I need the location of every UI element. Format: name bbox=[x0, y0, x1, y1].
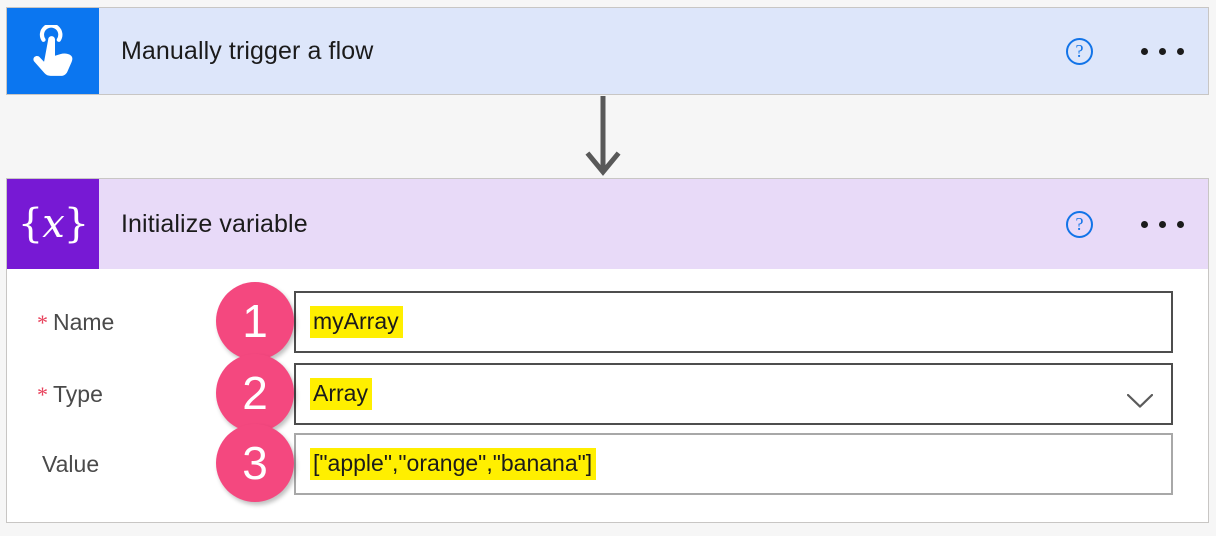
step-badge-1: 1 bbox=[216, 282, 294, 360]
variable-braces-glyph: {x} bbox=[17, 201, 89, 247]
type-dropdown-value: Array bbox=[310, 378, 372, 410]
flow-connector-arrow bbox=[580, 96, 626, 178]
help-icon[interactable]: ? bbox=[1066, 210, 1093, 238]
field-label-text: Name bbox=[53, 308, 115, 335]
help-icon[interactable]: ? bbox=[1066, 37, 1093, 65]
form-row-type: * Type Array bbox=[7, 363, 1208, 425]
trigger-card-manually-trigger-a-flow[interactable]: Manually trigger a flow ? bbox=[6, 7, 1209, 95]
variable-braces-icon: {x} bbox=[7, 179, 99, 269]
value-input-value: ["apple","orange","banana"] bbox=[310, 448, 597, 480]
field-label-text: Type bbox=[53, 380, 103, 407]
action-card-title: Initialize variable bbox=[121, 209, 308, 238]
action-card-body: * Name myArray * Type Array bbox=[7, 269, 1208, 522]
action-card-actions: ? bbox=[1066, 179, 1208, 269]
name-input[interactable]: myArray bbox=[294, 291, 1173, 353]
chevron-down-icon bbox=[1126, 387, 1154, 408]
more-options-icon[interactable] bbox=[1139, 40, 1186, 63]
required-marker: * bbox=[37, 309, 48, 335]
field-label-name: * Name bbox=[37, 309, 114, 336]
trigger-card-actions: ? bbox=[1066, 8, 1208, 94]
trigger-card-title: Manually trigger a flow bbox=[121, 36, 374, 65]
value-input[interactable]: ["apple","orange","banana"] bbox=[294, 433, 1173, 495]
required-marker: * bbox=[37, 381, 48, 407]
form-row-name: * Name myArray bbox=[7, 291, 1208, 353]
ellipsis-dot bbox=[1141, 47, 1148, 55]
type-dropdown[interactable]: Array bbox=[294, 363, 1173, 425]
more-options-icon[interactable] bbox=[1139, 213, 1186, 236]
step-badge-2: 2 bbox=[216, 354, 294, 432]
ellipsis-dot bbox=[1177, 47, 1184, 55]
ellipsis-dot bbox=[1159, 220, 1166, 228]
action-card-initialize-variable[interactable]: {x} Initialize variable ? * Name bbox=[6, 178, 1209, 523]
name-input-value: myArray bbox=[310, 306, 403, 338]
field-label-value: Value bbox=[37, 451, 99, 478]
action-card-header[interactable]: {x} Initialize variable ? bbox=[7, 179, 1208, 269]
ellipsis-dot bbox=[1177, 220, 1184, 228]
ellipsis-dot bbox=[1141, 220, 1148, 228]
trigger-card-header[interactable]: Manually trigger a flow ? bbox=[7, 8, 1208, 94]
field-label-text: Value bbox=[42, 450, 100, 477]
step-badge-3: 3 bbox=[216, 424, 294, 502]
form-row-value: Value ["apple","orange","banana"] bbox=[7, 433, 1208, 495]
field-label-type: * Type bbox=[37, 381, 103, 408]
tap-hand-icon bbox=[7, 8, 99, 94]
ellipsis-dot bbox=[1159, 47, 1166, 55]
